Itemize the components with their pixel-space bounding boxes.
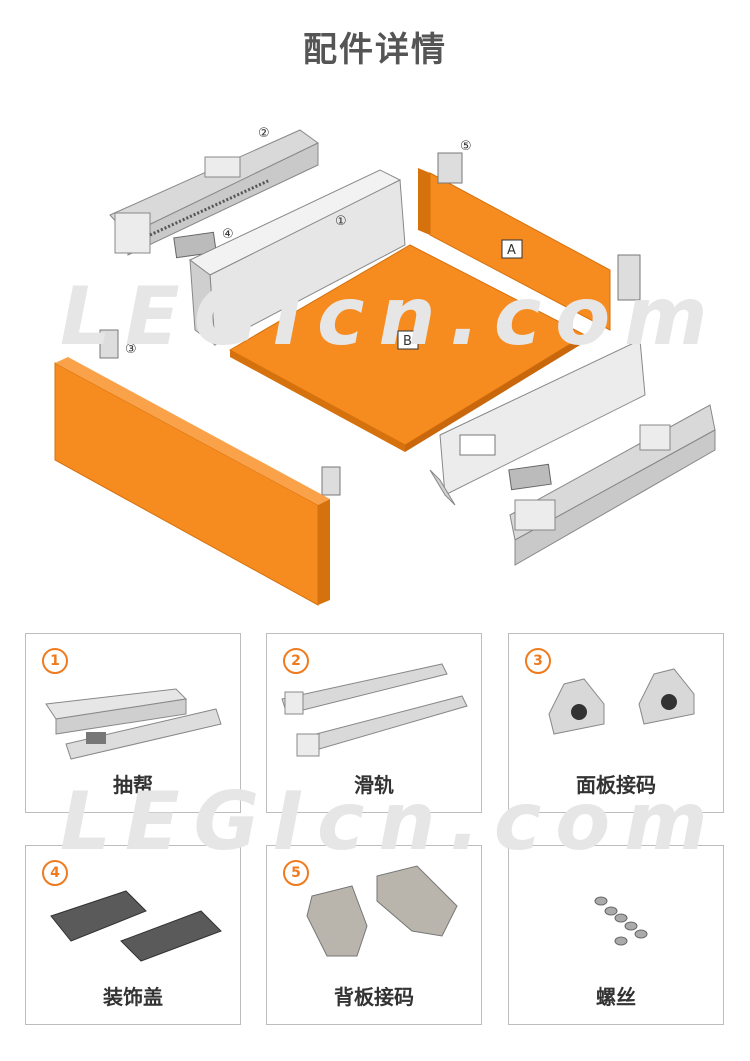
slide-rail-image — [281, 663, 468, 757]
part-number: 4 — [42, 860, 68, 886]
marker-5: ⑤ — [460, 139, 472, 154]
part-number: 2 — [283, 648, 309, 674]
drawer-side-left — [189, 169, 406, 347]
cover-small — [173, 231, 217, 259]
screws-image — [594, 896, 648, 946]
part-card-screws: 螺丝 — [508, 845, 724, 1025]
panel-label-b: B — [403, 334, 412, 349]
marker-1: ① — [335, 214, 347, 229]
exploded-drawer-diagram: LEGIcn.com ② ④ ① A ⑤ — [0, 95, 750, 620]
back-panel-edge — [418, 168, 430, 235]
part-number: 1 — [42, 648, 68, 674]
marker-4: ④ — [222, 227, 234, 242]
part-card-decorative-cover: 4 装饰盖 — [25, 845, 241, 1025]
front-connector-left — [99, 329, 119, 359]
drawer-side-right — [429, 339, 646, 506]
decorative-cover-image — [50, 890, 222, 962]
part-card-side-wall: 1 抽帮 — [25, 633, 241, 813]
part-label: 螺丝 — [596, 985, 636, 1009]
side-wall-image — [45, 688, 222, 760]
part-number: 5 — [283, 860, 309, 886]
part-card-slide-rail: 2 滑轨 — [266, 633, 482, 813]
part-label: 滑轨 — [354, 773, 394, 797]
slide-rail-left — [109, 129, 319, 256]
part-number: 3 — [525, 648, 551, 674]
part-label: 装饰盖 — [103, 985, 163, 1009]
front-connector-image — [548, 668, 695, 735]
cover-small-right — [508, 463, 552, 491]
front-panel — [54, 362, 319, 606]
panel-label-a: A — [507, 243, 516, 258]
marker-2: ② — [258, 126, 270, 141]
back-connector — [437, 152, 463, 184]
part-card-front-connector: 3 面板接码 — [508, 633, 724, 813]
part-label: 背板接码 — [334, 985, 414, 1009]
front-connector-right — [321, 466, 341, 496]
part-card-back-connector: 5 背板接码 — [266, 845, 482, 1025]
page-title: 配件详情 — [303, 30, 447, 70]
slide-rail-right — [509, 404, 716, 566]
part-label: 抽帮 — [113, 773, 153, 797]
back-connector-image — [306, 865, 458, 957]
marker-3: ③ — [125, 342, 137, 357]
back-connector-right — [617, 254, 641, 301]
part-label: 面板接码 — [576, 773, 656, 797]
